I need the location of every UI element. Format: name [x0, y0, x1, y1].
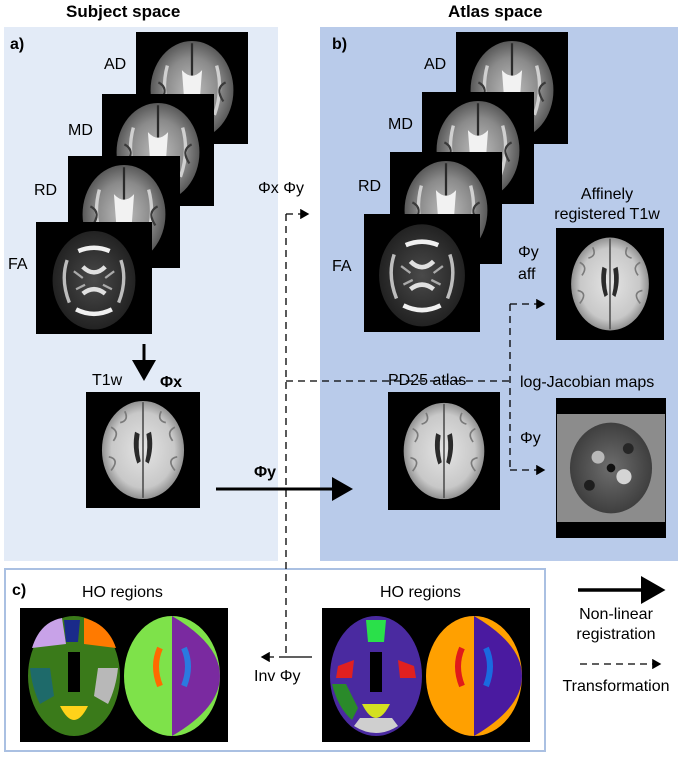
- affine-t1w-image: [556, 228, 664, 340]
- atlas-rd-label: RD: [358, 178, 382, 195]
- pd25-label: PD25 atlas: [388, 372, 467, 389]
- legend-nonlinear-line2: registration: [576, 626, 656, 643]
- phiy-aff-label-line1: Φy: [518, 244, 539, 261]
- ho-atlas-image: [322, 608, 530, 742]
- subject-fa-label: FA: [8, 256, 28, 273]
- pd25-atlas-image: [388, 392, 500, 510]
- ho-right-title: HO regions: [380, 584, 461, 601]
- ho-subject-atlas-image: [20, 608, 228, 742]
- log-jacobian-title: log-Jacobian maps: [520, 374, 655, 391]
- panel-letter-c: c): [12, 582, 27, 599]
- phi-x-label: Φx: [160, 374, 183, 391]
- legend-transformation: Transformation: [562, 678, 670, 695]
- ho-left-title: HO regions: [82, 584, 163, 601]
- atlas-fa-label: FA: [332, 258, 352, 275]
- subject-t1w-image: [86, 392, 200, 508]
- panel-letter-b: b): [332, 36, 348, 53]
- affine-title-line1: Affinely: [580, 186, 634, 203]
- subject-space-header: Subject space: [66, 2, 181, 21]
- phix-phiy-label: Φx Φy: [258, 180, 304, 197]
- affine-title-line2: registered T1w: [554, 206, 660, 223]
- panel-letter-a: a): [10, 36, 25, 53]
- phi-y-label: Φy: [254, 464, 277, 481]
- legend-nonlinear-line1: Non-linear: [579, 606, 653, 623]
- subject-rd-label: RD: [34, 182, 58, 199]
- atlas-fa-image: [364, 214, 480, 332]
- atlas-ad-label: AD: [424, 56, 447, 73]
- log-jacobian-image: [556, 398, 666, 538]
- atlas-md-label: MD: [388, 116, 413, 133]
- subject-fa-image: [36, 222, 152, 334]
- phiy-aff-label-line2: aff: [518, 266, 536, 283]
- subject-ad-label: AD: [104, 56, 127, 73]
- phiy-jac-label: Φy: [520, 430, 541, 447]
- atlas-space-header: Atlas space: [448, 2, 543, 21]
- subject-md-label: MD: [68, 122, 93, 139]
- inv-phiy-label: Inv Φy: [254, 668, 301, 685]
- t1w-label: T1w: [92, 372, 123, 389]
